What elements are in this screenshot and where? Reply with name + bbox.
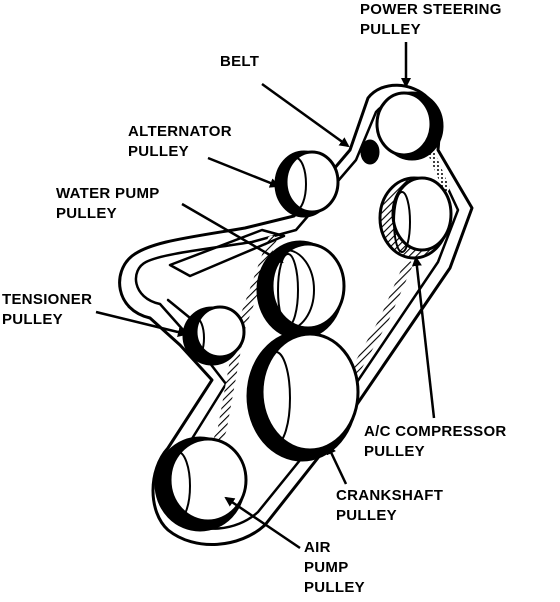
ac-compressor-label-line-1: A/C COMPRESSOR [364,423,507,440]
alternator-arrow [207,156,280,188]
power-steering-label-line-1: POWER STEERING [360,1,502,18]
air-pump-label-line-2: PUMP [304,559,349,576]
leader-lines [95,42,436,550]
water-pump-arrow [181,202,284,264]
crankshaft-label-line-1: CRANKSHAFT [336,487,444,504]
tensioner-arrow [95,310,188,337]
crankshaft-label: CRANKSHAFT PULLEY [336,486,443,526]
water-pump-label: WATER PUMP PULLEY [56,184,160,224]
power-steering-pulley [360,91,444,165]
crankshaft-arrow [326,444,348,485]
belt-arrow [261,82,350,148]
belt-label-line-1: BELT [220,53,260,70]
ac-compressor-pulley [378,176,453,260]
alternator-label-line-2: PULLEY [128,143,189,160]
tensioner-pulley [182,305,246,366]
water-pump-label-line-1: WATER PUMP [56,185,160,202]
ac-compressor-label: A/C COMPRESSOR PULLEY [364,422,507,462]
air-pump-label-line-1: AIR [304,539,331,556]
belt-strip-upper [426,146,450,192]
belt-label: BELT [220,52,259,72]
power-steering-label: POWER STEERING PULLEY [360,0,502,40]
tensioner-label-line-2: PULLEY [2,311,63,328]
water-pump-pulley [256,240,346,340]
power-steering-label-line-2: PULLEY [360,21,421,38]
alternator-pulley [274,150,340,218]
alternator-label: ALTERNATOR PULLEY [128,122,232,162]
tensioner-label: TENSIONER PULLEY [2,290,92,330]
air-pump-label-line-3: PULLEY [304,579,365,596]
belt-strip-right [345,260,413,385]
air-pump-pulley [154,436,248,532]
air-pump-label: AIR PUMP PULLEY [304,538,365,598]
pulleys [154,91,453,532]
crankshaft-label-line-2: PULLEY [336,507,397,524]
air-pump-arrow [224,496,301,550]
ac-compressor-label-line-2: PULLEY [364,443,425,460]
crankshaft-pulley [246,330,360,462]
belt-inner-loop [168,228,286,278]
ac-compressor-arrow [411,256,436,419]
tensioner-label-line-1: TENSIONER [2,291,93,308]
water-pump-label-line-2: PULLEY [56,205,117,222]
alternator-label-line-1: ALTERNATOR [128,123,232,140]
serpentine-belt [118,83,474,547]
